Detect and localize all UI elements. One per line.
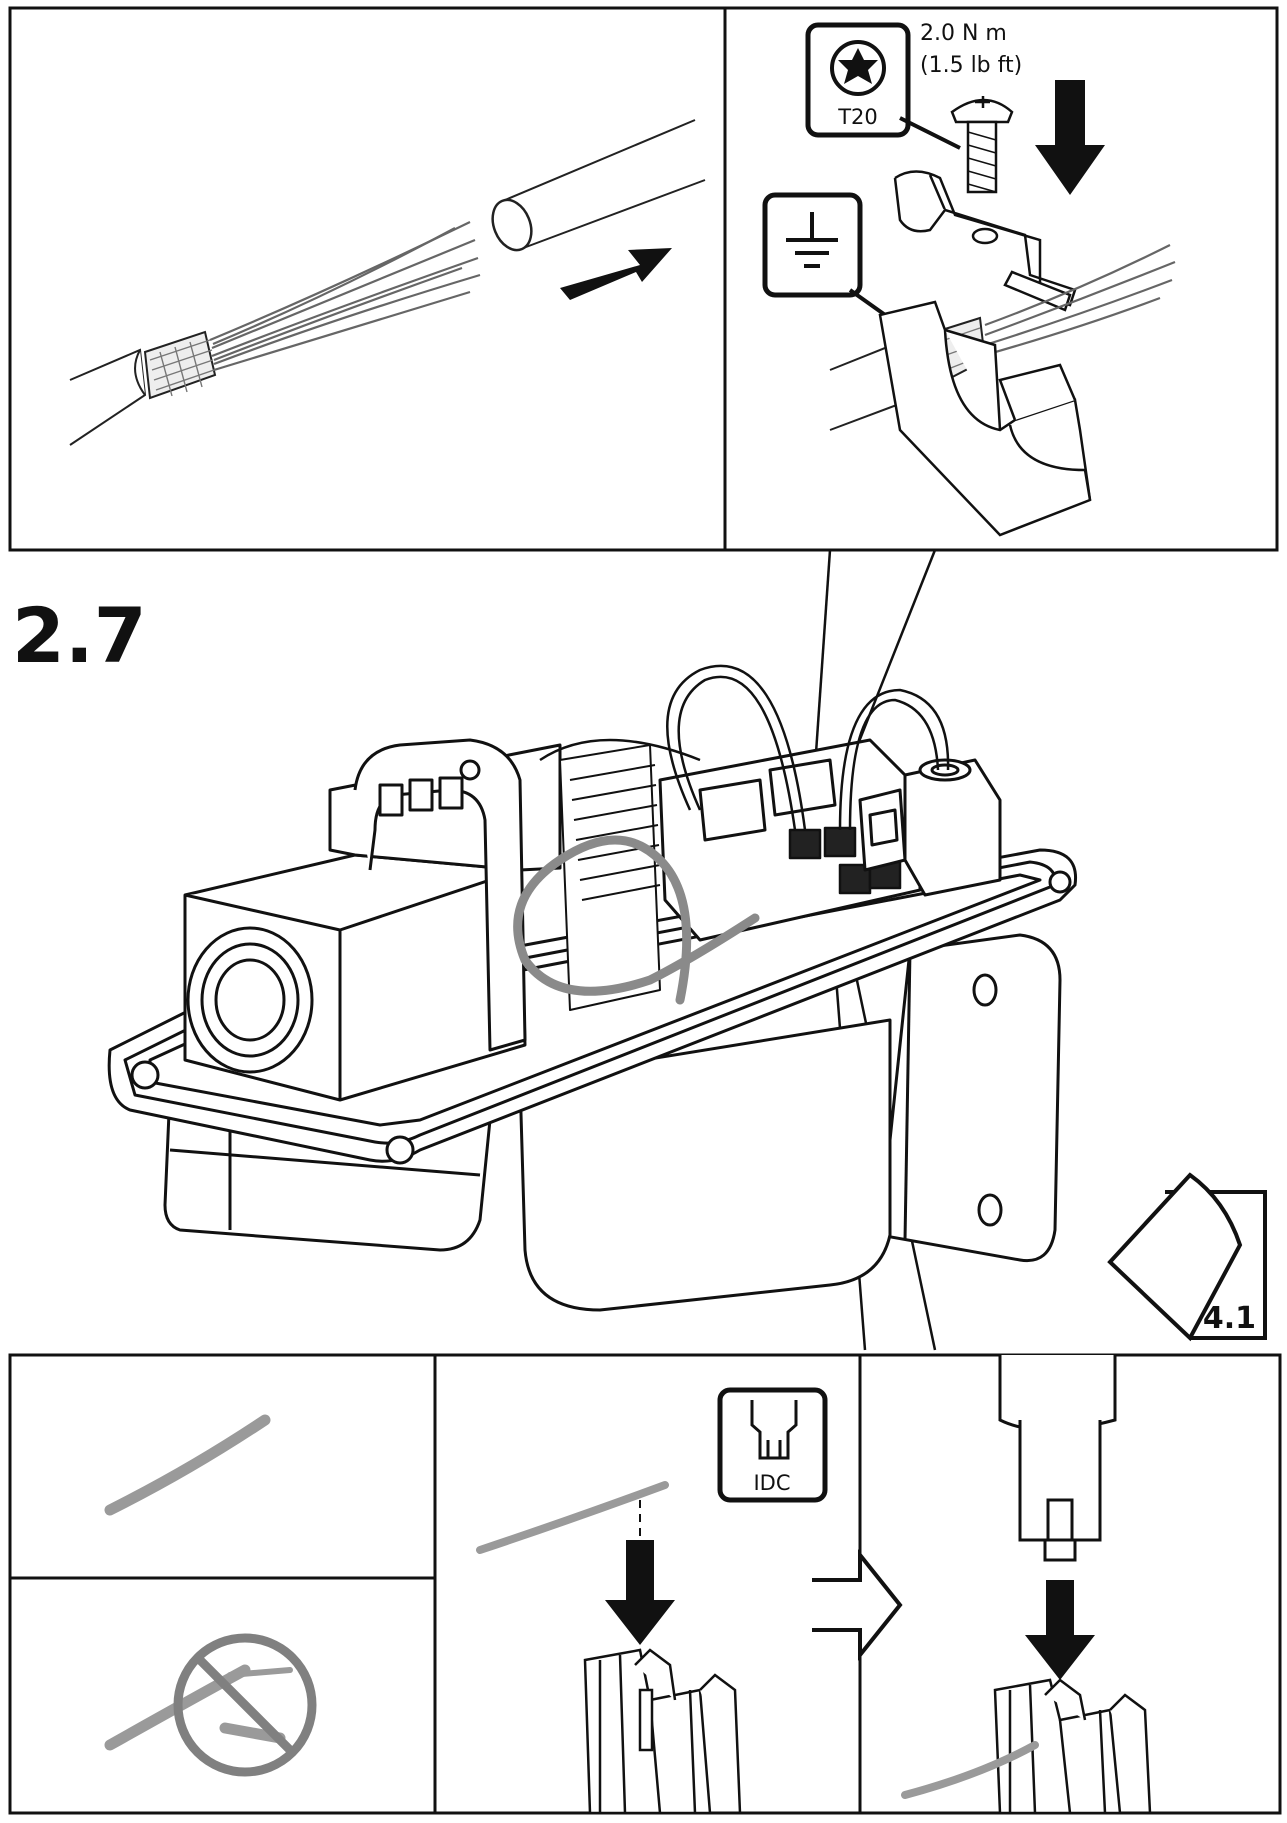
- correct-wire: [104, 1414, 271, 1516]
- incorrect-wire-panel: [104, 1633, 317, 1777]
- then-arrow: [812, 1549, 903, 1661]
- tighten-arrow: [1035, 80, 1105, 195]
- camera-housing: [107, 738, 1078, 1312]
- prohibited-icon: [173, 1633, 317, 1777]
- camera-lens: [186, 926, 314, 1074]
- grounding-clamp: [893, 170, 1077, 312]
- idc-tool-label: IDC: [753, 1471, 790, 1495]
- page-reference-icon: 4.1: [1107, 1172, 1267, 1342]
- idc-connector-open: [583, 1648, 742, 1815]
- screw: [950, 96, 1014, 194]
- coiled-wire: [513, 835, 760, 1005]
- panel-tube-slide: [8, 6, 727, 552]
- insert-arrow: [605, 1540, 675, 1645]
- page-reference-number: 4.1: [1203, 1301, 1256, 1336]
- idc-press-tool: [998, 1355, 1117, 1562]
- ground-symbol-icon: [786, 212, 838, 268]
- insert-wire-panel: IDC: [476, 1387, 828, 1815]
- torx-t20-callout: T20: [805, 22, 961, 150]
- cable-gland: [858, 758, 1002, 897]
- idc-tool-icon: [750, 1400, 798, 1460]
- torx-size-label: T20: [837, 105, 878, 129]
- power-cables: [539, 664, 950, 831]
- press-arrow: [1025, 1580, 1095, 1680]
- press-tool-panel: [901, 1355, 1152, 1815]
- torx-t20-icon: [830, 40, 886, 96]
- clamp-saddle: [878, 300, 1092, 537]
- ribbon-cables: [559, 744, 661, 1011]
- torque-metric-label: 2.0 N m: [920, 21, 1007, 46]
- panel-grounding-clamp: T20 2.0 N m (1.5 lb ft): [723, 6, 1279, 552]
- camera-mount-bracket: [353, 738, 527, 1052]
- slide-arrow: [560, 248, 672, 300]
- idc-connector-pressed: [993, 1678, 1152, 1815]
- idc-tool-callout: IDC: [717, 1387, 828, 1503]
- braided-shield: [143, 330, 217, 400]
- pressed-wire: [901, 1741, 1039, 1799]
- loose-wires: [209, 221, 481, 372]
- ground-symbol-callout: [762, 192, 897, 324]
- wall-mount-bracket: [878, 933, 1062, 1263]
- clamped-cable: [829, 244, 1176, 431]
- step-number: 2.7: [12, 591, 147, 680]
- torque-imperial-label: (1.5 lb ft): [920, 53, 1022, 78]
- protective-tube: [491, 119, 706, 252]
